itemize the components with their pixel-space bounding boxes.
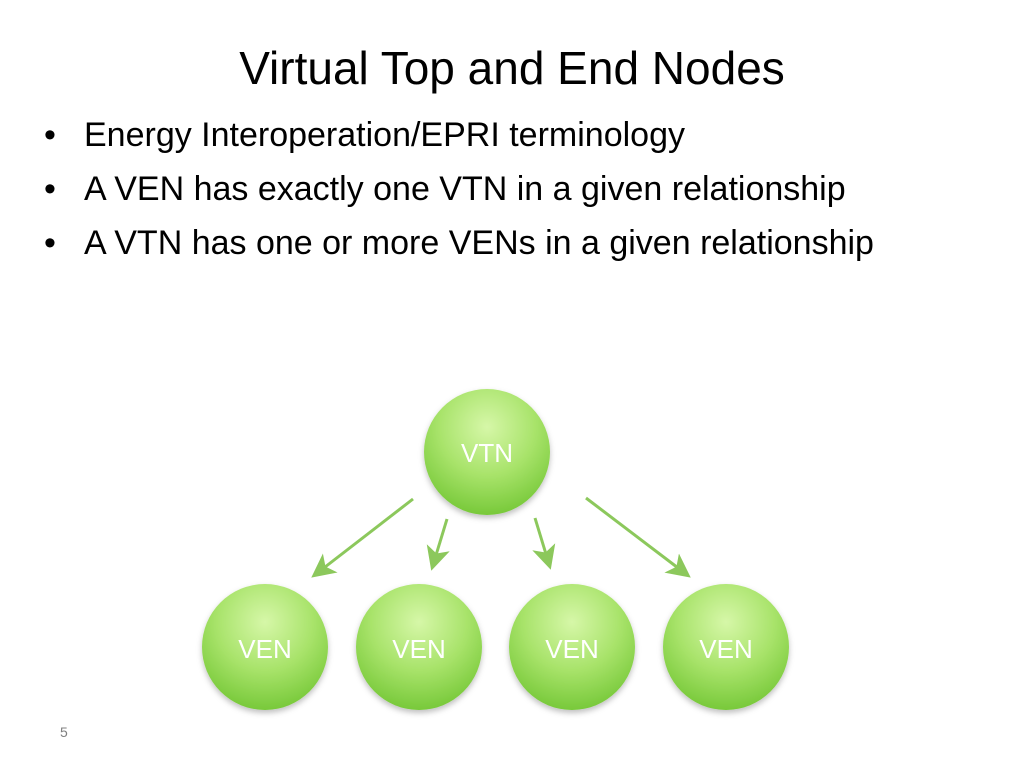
bullet-text: Energy Interoperation/EPRI terminology	[84, 116, 685, 154]
ven-node-label: VEN	[392, 634, 445, 664]
bullet-icon: •	[44, 116, 56, 154]
bullet-item: • A VTN has one or more VENs in a given …	[44, 220, 944, 266]
bullet-item: • A VEN has exactly one VTN in a given r…	[44, 166, 944, 212]
bullet-icon: •	[44, 170, 56, 208]
vtn-node: VTN	[424, 389, 550, 515]
bullet-text: A VEN has exactly one VTN in a given rel…	[84, 170, 846, 208]
ven-node-label: VEN	[699, 634, 752, 664]
ven-node-label: VEN	[545, 634, 598, 664]
relationship-arrow	[532, 517, 556, 570]
bullet-list: • Energy Interoperation/EPRI terminology…	[44, 112, 944, 274]
ven-node: VEN	[356, 584, 482, 710]
ven-node: VEN	[202, 584, 328, 710]
page-number: 5	[60, 724, 68, 740]
ven-node-label: VEN	[238, 634, 291, 664]
bullet-icon: •	[44, 224, 56, 262]
vtn-node-label: VTN	[461, 438, 513, 468]
relationship-arrow	[311, 497, 414, 578]
ven-node: VEN	[509, 584, 635, 710]
bullet-text: A VTN has one or more VENs in a given re…	[84, 224, 874, 262]
bullet-item: • Energy Interoperation/EPRI terminology	[44, 112, 944, 158]
relationship-arrow	[585, 496, 691, 578]
relationship-arrow	[426, 518, 450, 571]
ven-node: VEN	[663, 584, 789, 710]
slide-title: Virtual Top and End Nodes	[239, 42, 785, 94]
